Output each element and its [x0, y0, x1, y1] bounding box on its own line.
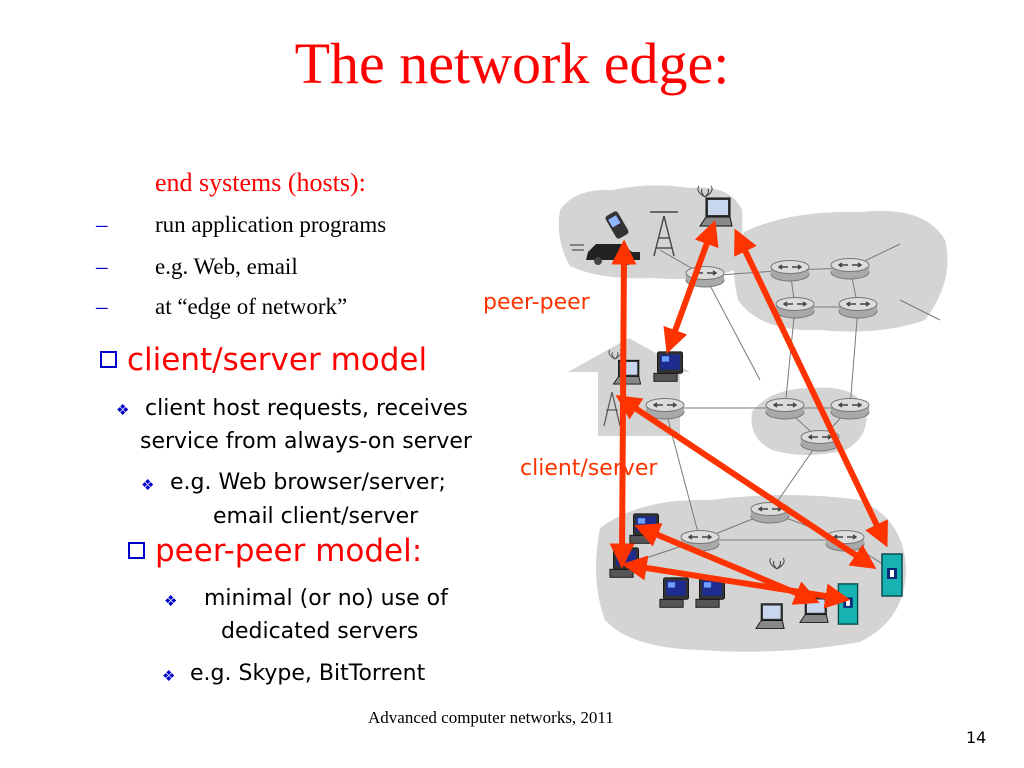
client-server-bullet-row: client/server model	[100, 342, 427, 378]
slide-title: The network edge:	[294, 31, 730, 96]
client-server-point-2-line-1: e.g. Web browser/server;	[170, 470, 446, 495]
peer-peer-point-1-line-2: dedicated servers	[221, 619, 419, 644]
client-server-point-1-line-2: service from always-on server	[140, 429, 472, 454]
traffic-arrows	[609, 220, 888, 609]
client-server-point-2-line-2: email client/server	[213, 504, 419, 529]
peer-peer-point-1-line-1: minimal (or no) use of	[204, 586, 448, 611]
dash-bullet-3: –	[96, 294, 108, 319]
router-icon	[830, 258, 870, 280]
server-icon	[837, 583, 859, 625]
peer-peer-point-2: e.g. Skype, BitTorrent	[190, 661, 426, 686]
end-systems-item-1: run application programs	[155, 212, 387, 237]
diamond-bullet-icon: ❖	[164, 594, 178, 610]
cell-phone-icon	[605, 211, 629, 239]
router-icon	[838, 297, 878, 319]
router-icon	[770, 260, 810, 282]
arrow-peer-peer	[663, 220, 719, 354]
client-server-label: client/server	[520, 456, 658, 481]
server-icon	[881, 553, 903, 597]
arrow-mobile-to-campus	[609, 239, 637, 569]
client-server-point-1-line-1: client host requests, receives	[145, 396, 468, 421]
dash-bullet-1: –	[96, 212, 108, 237]
diamond-bullet-icon: ❖	[141, 478, 155, 494]
diamond-bullet-icon: ❖	[162, 669, 176, 685]
client-server-heading: client/server model	[127, 342, 428, 378]
router-icon	[765, 398, 805, 420]
router-icon	[830, 398, 870, 420]
end-systems-heading: end systems (hosts):	[155, 168, 366, 197]
end-systems-item-2: e.g. Web, email	[155, 254, 298, 279]
end-systems-item-3: at “edge of network”	[155, 294, 348, 319]
square-bullet-icon	[100, 351, 117, 368]
square-bullet-icon	[128, 542, 145, 559]
router-icon	[775, 297, 815, 319]
footer-text: Advanced computer networks, 2011	[368, 708, 614, 727]
dash-bullet-2: –	[96, 254, 108, 279]
arrow-pc-to-server	[621, 555, 851, 609]
page-number: 14	[966, 728, 987, 747]
diamond-bullet-icon: ❖	[116, 403, 130, 419]
peer-peer-heading: peer-peer model:	[155, 533, 423, 569]
peer-peer-bullet-row: peer-peer model:	[128, 533, 422, 569]
arrow-client-server	[615, 395, 877, 569]
peer-peer-label: peer-peer	[483, 290, 590, 315]
